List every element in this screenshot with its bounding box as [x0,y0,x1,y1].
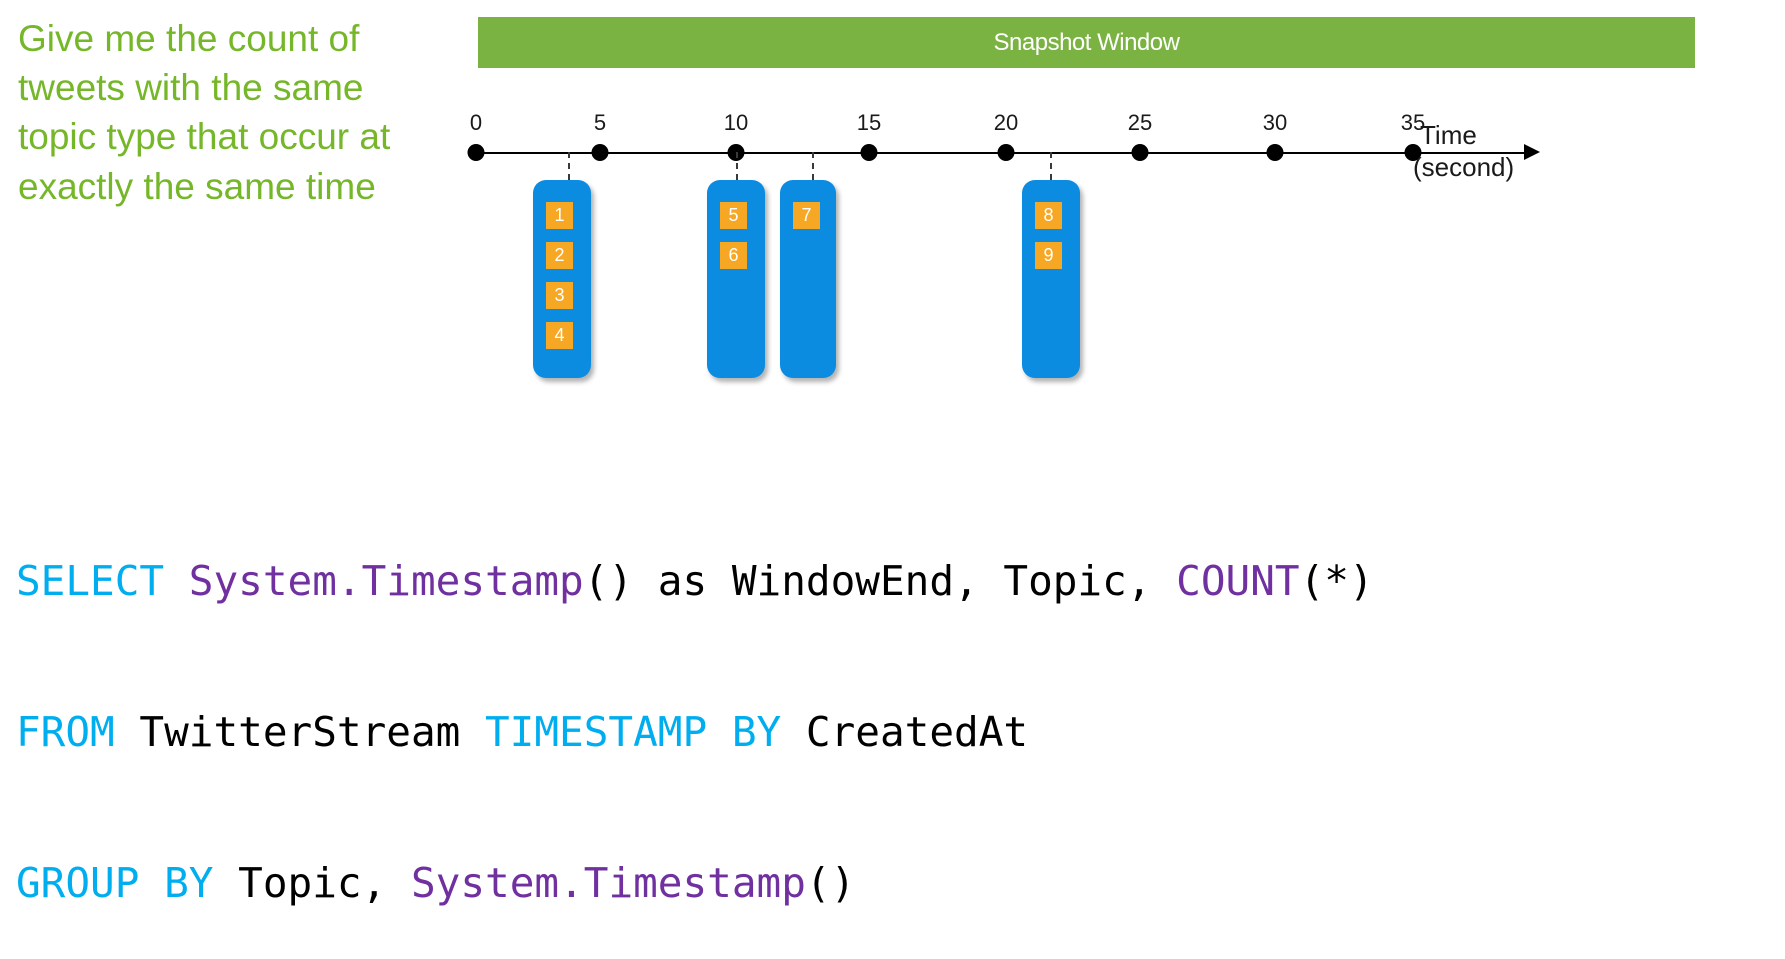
sql-plain-1: () as WindowEnd, Topic, [583,556,1177,605]
event-tile[interactable]: 5 [720,202,747,229]
tick-label-30: 30 [1262,110,1288,135]
tick-label-0: 0 [469,110,483,135]
sql-keyword-from: FROM [16,708,140,757]
sql-function-count: COUNT [1176,556,1300,605]
snapshot-window-label: Snapshot Window [993,28,1180,56]
event-tile[interactable]: 6 [720,242,747,269]
sql-query-block: SELECT System.Timestamp() as WindowEnd, … [16,455,1374,959]
tick-label-35: 35 [1400,110,1426,135]
sql-plain-3: () [805,859,856,908]
sql-keyword-timestamp-by: TIMESTAMP BY [485,708,806,757]
tick-dot-25 [1131,144,1149,161]
drop-line-group-2 [736,152,738,180]
sql-table-name: TwitterStream [139,708,485,757]
event-group-4[interactable]: 8 9 [1022,180,1080,378]
event-tile[interactable]: 4 [546,322,573,349]
tick-dot-0 [467,144,485,161]
sql-line-1: SELECT System.Timestamp() as WindowEnd, … [16,556,1374,606]
snapshot-window-bar: Snapshot Window [478,17,1695,68]
drop-line-group-4 [1050,152,1052,180]
tick-label-10: 10 [723,110,749,135]
time-axis-unit-label: (second) [1413,152,1515,182]
tick-label-25: 25 [1127,110,1153,135]
sql-column-topic: Topic, [238,859,411,908]
sql-keyword-group-by: GROUP BY [16,859,239,908]
sql-line-2: FROM TwitterStream TIMESTAMP BY CreatedA… [16,707,1374,757]
event-tile[interactable]: 8 [1035,202,1062,229]
sql-plain-2: (*) [1299,556,1374,605]
event-tile[interactable]: 2 [546,242,573,269]
time-axis-label: Time [1420,120,1477,150]
tick-dot-35 [1404,144,1422,161]
tick-dot-10 [727,144,745,161]
tick-dot-30 [1266,144,1284,161]
event-group-1[interactable]: 1 2 3 4 [533,180,591,378]
tick-dot-15 [860,144,878,161]
tick-dot-5 [591,144,609,161]
tick-label-20: 20 [993,110,1019,135]
prompt-text: Give me the count of tweets with the sam… [18,18,391,207]
sql-function-system-timestamp: System.Timestamp [188,556,584,605]
tick-label-15: 15 [856,110,882,135]
drop-line-group-1 [568,152,570,180]
event-group-3[interactable]: 7 [780,180,836,378]
drop-line-group-3 [812,152,814,180]
sql-column-createdat: CreatedAt [805,708,1029,757]
event-tile[interactable]: 9 [1035,242,1062,269]
sql-line-3: GROUP BY Topic, System.Timestamp() [16,858,1374,908]
event-tile[interactable]: 3 [546,282,573,309]
time-axis-line [470,152,1530,154]
event-group-2[interactable]: 5 6 [707,180,765,378]
tick-dot-20 [997,144,1015,161]
time-axis-arrow-icon [1524,144,1540,160]
sql-keyword-select: SELECT [16,556,189,605]
event-tile[interactable]: 1 [546,202,573,229]
sql-function-system-timestamp-2: System.Timestamp [410,859,806,908]
event-tile[interactable]: 7 [793,202,820,229]
tick-label-5: 5 [593,110,607,135]
